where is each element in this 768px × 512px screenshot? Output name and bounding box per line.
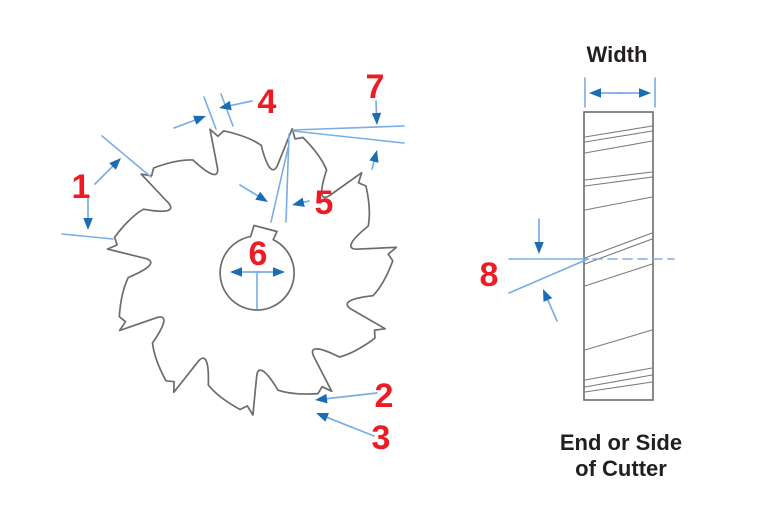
helical-tooth-line <box>584 176 653 187</box>
helical-tooth-line <box>584 130 653 143</box>
arrow-5a-head <box>255 191 268 202</box>
arrow-2-stem <box>324 392 378 400</box>
arrow-width-right-head <box>639 88 651 98</box>
callout-8: 8 <box>480 256 499 294</box>
arrow-3-stem <box>324 415 375 437</box>
callout-6: 6 <box>249 235 268 273</box>
arrow-8b-head <box>543 289 553 302</box>
ref-line-7a <box>292 125 405 131</box>
ref-line-4b <box>220 93 234 127</box>
end-caption-line2: of Cutter <box>575 456 667 481</box>
arrow-4b-head <box>219 100 232 111</box>
end-caption-line1: End or Side <box>560 430 682 455</box>
arrow-4a-stem <box>173 118 198 129</box>
arrow-4b-stem <box>227 100 253 107</box>
arrow-1a-head <box>109 158 121 170</box>
width-label: Width <box>587 42 648 67</box>
helical-tooth-line <box>584 329 653 351</box>
arrow-8b-stem <box>546 297 558 322</box>
callout-5: 5 <box>315 184 334 222</box>
arrow-5b-head <box>292 197 305 207</box>
callout-7: 7 <box>366 68 385 106</box>
arrow-width-left-head <box>589 88 601 98</box>
arrow-6-diameter-right-head <box>273 267 285 277</box>
helical-tooth-line <box>584 196 653 211</box>
arrow-1a-stem <box>94 164 115 185</box>
helical-tooth-line <box>584 238 653 265</box>
arrow-5a-stem <box>239 184 261 198</box>
ref-line-7b <box>292 130 405 144</box>
ref-line-8-helix <box>508 258 589 294</box>
helical-tooth-line <box>584 125 653 138</box>
arrow-7b-head <box>369 150 379 163</box>
side-view-body <box>583 111 654 401</box>
helical-tooth-line <box>584 232 653 259</box>
helical-tooth-line <box>584 263 653 287</box>
diagram-geometry <box>61 77 675 437</box>
ref-line-5b <box>270 147 289 223</box>
callout-2: 2 <box>375 377 394 415</box>
helical-tooth-line <box>584 367 653 381</box>
arrow-8a-head <box>534 242 544 254</box>
arrow-1b-head <box>83 218 93 230</box>
arrow-2-head <box>315 393 328 404</box>
arrow-7a-stem <box>375 100 378 116</box>
arrow-7a-head <box>371 112 382 125</box>
callout-3: 3 <box>372 419 391 457</box>
ref-line-1b <box>61 233 114 240</box>
arrow-4a-head <box>193 115 206 125</box>
helical-tooth-line <box>584 140 653 154</box>
helical-tooth-line <box>584 381 653 393</box>
arrow-3-head <box>316 413 329 422</box>
helical-tooth-line <box>584 171 653 181</box>
callout-1: 1 <box>72 168 91 206</box>
callout-4: 4 <box>258 83 277 121</box>
arrow-6-diameter-left-head <box>230 267 242 277</box>
ref-line-4a <box>203 96 217 130</box>
ref-line-1a <box>101 135 152 178</box>
center-hole-keyway <box>219 224 295 311</box>
helical-tooth-line <box>584 374 653 388</box>
